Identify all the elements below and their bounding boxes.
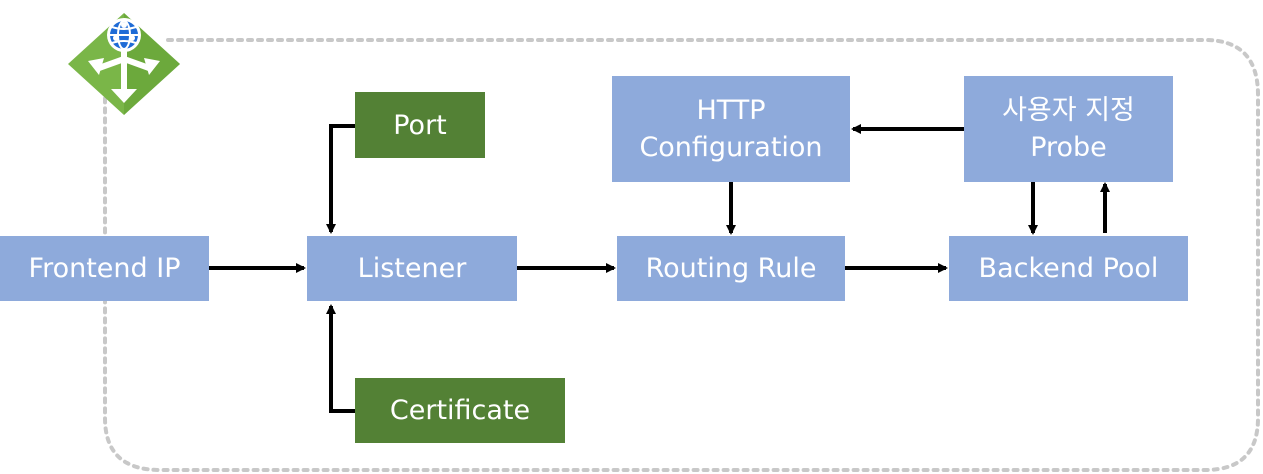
routing-rule-node: Routing Rule <box>617 236 845 301</box>
backend-pool-label: Backend Pool <box>978 253 1159 284</box>
application-gateway-icon <box>68 13 180 115</box>
frontend-ip-label: Frontend IP <box>28 253 181 284</box>
arrow-certificate-to-listener <box>326 304 355 413</box>
routing-rule-label: Routing Rule <box>645 253 817 284</box>
certificate-node: Certificate <box>355 378 565 443</box>
http-configuration-label-line1: HTTP <box>696 95 766 126</box>
listener-node: Listener <box>307 236 517 301</box>
backend-pool-node: Backend Pool <box>949 236 1188 301</box>
http-configuration-label-line2: Configuration <box>639 132 823 163</box>
http-configuration-node: HTTP Configuration <box>612 76 850 182</box>
custom-probe-node: 사용자 지정 Probe <box>964 76 1173 182</box>
arrow-port-to-listener <box>326 124 355 234</box>
port-node: Port <box>355 92 485 158</box>
custom-probe-label-line1: 사용자 지정 <box>1002 95 1135 126</box>
listener-label: Listener <box>357 253 467 284</box>
custom-probe-label-line2: Probe <box>1030 132 1107 163</box>
gateway-boundary <box>103 38 1260 472</box>
port-label: Port <box>393 109 447 141</box>
certificate-label: Certificate <box>389 395 531 426</box>
frontend-ip-node: Frontend IP <box>0 236 209 301</box>
